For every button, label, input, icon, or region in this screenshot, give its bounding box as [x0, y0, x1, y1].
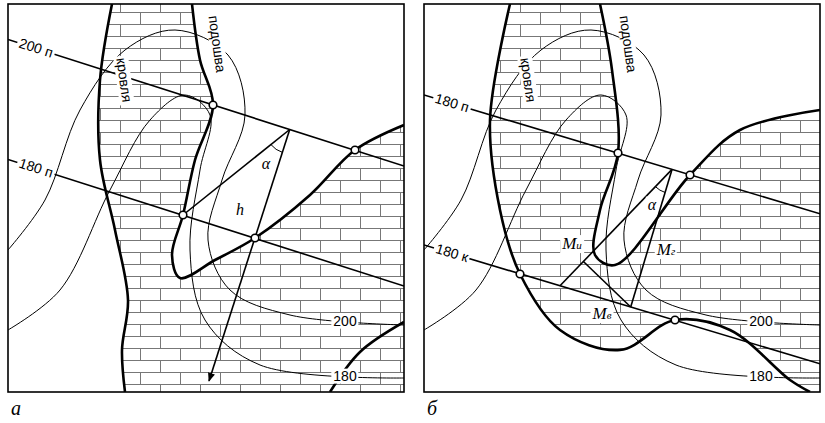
panel-letter: а	[9, 398, 23, 419]
layer-label: подошва	[616, 13, 639, 76]
intersection-point	[179, 211, 187, 219]
map-panel	[8, 4, 404, 392]
strike-line-label: 200 п	[15, 35, 56, 61]
panel-letter: б	[425, 398, 439, 419]
strike-line	[424, 95, 820, 214]
angle-arc	[271, 145, 282, 153]
angle-label: α	[646, 197, 658, 214]
intersection-point	[516, 270, 524, 278]
intersection-point	[251, 234, 259, 242]
intersection-point	[351, 146, 359, 154]
intersection-point	[209, 101, 217, 109]
contour-label: 180	[331, 369, 358, 384]
dip-arrow	[209, 130, 290, 382]
panel-frame	[424, 4, 820, 392]
construction-line	[583, 262, 630, 308]
contour-label: 200	[747, 314, 774, 329]
contour-label: 200	[331, 314, 358, 329]
panel-frame	[8, 4, 404, 392]
strike-line	[8, 39, 404, 166]
contour-line	[424, 95, 820, 378]
thickness-label: Mи	[560, 235, 584, 253]
map-panel	[424, 4, 820, 392]
intersection-point	[671, 316, 679, 324]
thickness-label: Mв	[591, 305, 614, 323]
angle-arc	[655, 187, 665, 193]
thickness-label: Mг	[655, 241, 677, 259]
sole-boundary	[593, 4, 820, 265]
angle-label: α	[260, 156, 272, 173]
strike-line-label: 180 к	[432, 241, 472, 266]
layer-label: подошва	[205, 13, 228, 76]
roof-boundary	[490, 4, 810, 392]
sole-boundary	[172, 4, 404, 278]
intersection-point	[614, 149, 622, 157]
contour-label: 180	[747, 369, 774, 384]
construction-line	[560, 169, 672, 285]
contour-line	[8, 30, 404, 325]
contour-line	[8, 95, 404, 378]
layer-boundary	[330, 322, 404, 392]
contour-line	[424, 30, 820, 325]
strike-line-label: 180 п	[431, 90, 472, 115]
intersection-point	[686, 171, 694, 179]
limestone-layer	[490, 4, 820, 392]
limestone-layer	[98, 4, 404, 392]
strike-line-label: 180 п	[15, 155, 56, 181]
dimension-label: h	[234, 202, 246, 219]
